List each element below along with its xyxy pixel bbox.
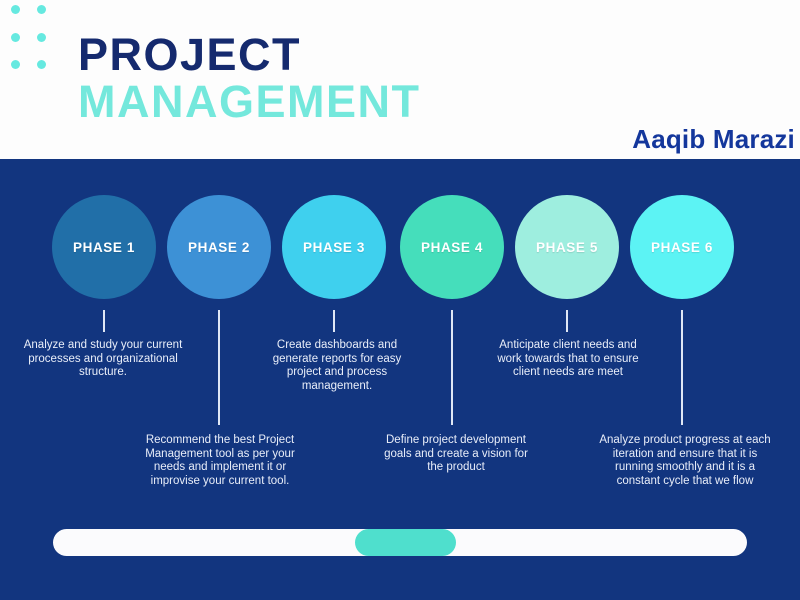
phase-connector-1: [103, 310, 105, 332]
dot-grid-dot: [11, 33, 20, 42]
phase-description-6: Analyze product progress at each iterati…: [599, 434, 771, 487]
phase-circle-1[interactable]: PHASE 1: [52, 195, 156, 299]
dot-grid-dot: [37, 5, 46, 14]
dot-grid-dot: [11, 60, 20, 69]
phase-label-6: PHASE 6: [651, 239, 713, 255]
page-title-line-1: PROJECT: [78, 29, 302, 80]
phase-label-2: PHASE 2: [188, 239, 250, 255]
phase-label-5: PHASE 5: [536, 239, 598, 255]
phase-label-3: PHASE 3: [303, 239, 365, 255]
dot-grid-dot: [11, 5, 20, 14]
progress-slider-thumb[interactable]: [355, 529, 456, 556]
header-band: PROJECT MANAGEMENT Aaqib Marazi: [0, 0, 800, 159]
phase-description-3: Create dashboards and generate reports f…: [272, 339, 402, 392]
phase-connector-4: [451, 310, 453, 425]
phase-description-2: Recommend the best Project Management to…: [145, 434, 295, 487]
phase-circle-4[interactable]: PHASE 4: [400, 195, 504, 299]
progress-slider-track[interactable]: [53, 529, 747, 556]
dot-grid-dot: [37, 33, 46, 42]
author-name: Aaqib Marazi: [632, 124, 795, 154]
phase-circle-6[interactable]: PHASE 6: [630, 195, 734, 299]
phase-connector-3: [333, 310, 335, 332]
phase-circle-5[interactable]: PHASE 5: [515, 195, 619, 299]
phase-description-4: Define project development goals and cre…: [384, 434, 528, 473]
phase-label-1: PHASE 1: [73, 239, 135, 255]
phase-label-4: PHASE 4: [421, 239, 483, 255]
phase-description-1: Analyze and study your current processes…: [23, 339, 183, 378]
phase-connector-5: [566, 310, 568, 332]
phase-connector-6: [681, 310, 683, 425]
phase-circle-2[interactable]: PHASE 2: [167, 195, 271, 299]
phase-connector-2: [218, 310, 220, 425]
dot-grid-icon: [9, 2, 55, 74]
page-title-line-2: MANAGEMENT: [78, 76, 421, 127]
phase-circle-3[interactable]: PHASE 3: [282, 195, 386, 299]
page-title: PROJECT MANAGEMENT: [78, 32, 420, 126]
dot-grid-dot: [37, 60, 46, 69]
phase-description-5: Anticipate client needs and work towards…: [497, 339, 639, 378]
